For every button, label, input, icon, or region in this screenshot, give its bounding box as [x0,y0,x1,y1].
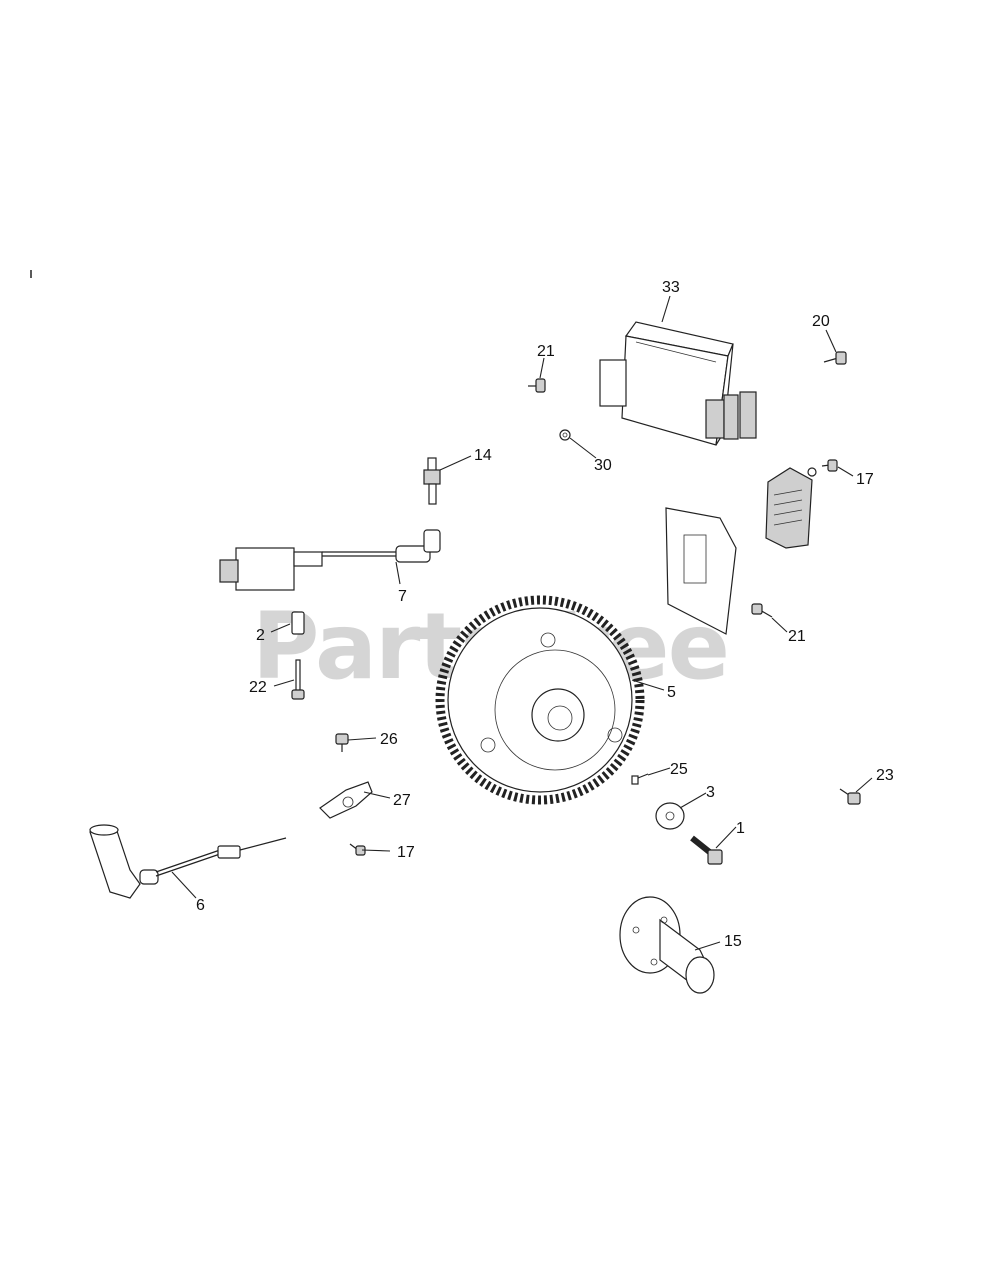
part-22-long-bolt[interactable] [291,659,305,700]
leader-lines [171,295,873,951]
part-23-bolt[interactable] [839,788,861,805]
callout-20: 20 [812,313,830,330]
part-33-control-module[interactable] [599,321,757,446]
part-6-spark-plug-lead[interactable] [89,824,287,899]
callout-7: 7 [398,588,407,605]
callout-6: 6 [196,897,205,914]
part-21-bolt-top[interactable] [528,378,546,393]
callout-17-lower: 17 [397,844,415,861]
callout-3: 3 [706,784,715,801]
callout-1: 1 [736,820,745,837]
part-7-ignition-coil[interactable] [219,529,441,591]
callout-26: 26 [380,731,398,748]
part-27-bracket[interactable] [319,781,373,819]
callout-22: 22 [249,679,267,696]
part-14-spark-plug[interactable] [423,457,441,505]
callout-2: 2 [256,627,265,644]
callout-33: 33 [662,279,680,296]
part-2-dowel[interactable] [291,611,305,635]
callout-5: 5 [667,684,676,701]
part-15-hub[interactable] [619,896,715,994]
part-21-bolt-mid[interactable] [751,603,773,618]
callout-15: 15 [724,933,742,950]
part-1-bolt[interactable] [690,835,723,865]
regulator-rectifier[interactable] [765,467,813,549]
part-25-key[interactable] [631,773,649,785]
callout-23: 23 [876,767,894,784]
callout-17-right: 17 [856,471,874,488]
callout-21-top: 21 [537,343,555,360]
part-5-flywheel[interactable] [435,595,645,805]
callout-labels: 33 20 21 14 30 17 7 2 22 21 5 26 25 23 3… [196,279,894,950]
callout-14: 14 [474,447,492,464]
callout-21-mid: 21 [788,628,806,645]
part-3-washer[interactable] [655,802,685,830]
part-26-bolt[interactable] [335,733,349,752]
callout-25: 25 [670,761,688,778]
stator-plate[interactable] [665,507,737,635]
part-17-bolt-right[interactable] [807,459,838,477]
callout-27: 27 [393,792,411,809]
callout-30: 30 [594,457,612,474]
part-20-bolt[interactable] [823,351,847,365]
part-30-nut[interactable] [559,429,571,441]
